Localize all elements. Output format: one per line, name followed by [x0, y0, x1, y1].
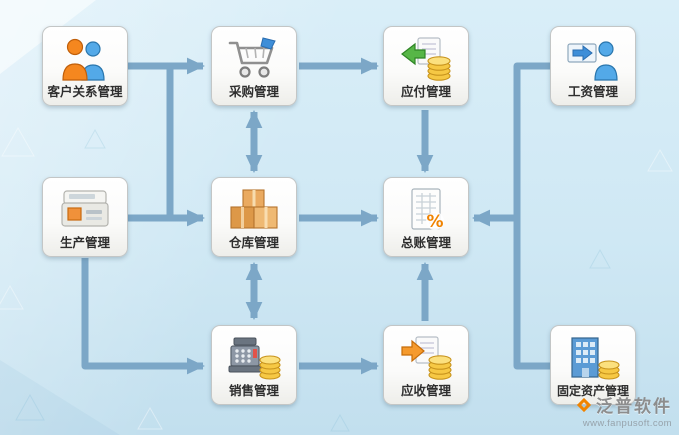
watermark-brand: 泛普软件	[596, 397, 672, 416]
shopping-cart-icon	[226, 27, 282, 86]
green-arrow-coins-icon	[398, 27, 454, 86]
node-label: 工资管理	[567, 84, 618, 99]
node-label: 仓库管理	[228, 235, 279, 250]
ledger-percent-icon: %	[398, 178, 454, 237]
node-sales: 销售管理	[211, 325, 297, 405]
node-receivable: 应收管理	[383, 325, 469, 405]
building-coins-icon	[565, 326, 621, 385]
node-ledger: % 总账管理	[383, 177, 469, 257]
fanpu-logo-icon	[576, 397, 592, 412]
cargo-boxes-icon	[226, 178, 282, 237]
node-label: 采购管理	[228, 84, 279, 99]
person-paycard-icon	[565, 27, 621, 86]
node-label: 客户关系管理	[47, 84, 123, 99]
edge-trunk-right	[513, 62, 550, 370]
node-label: 生产管理	[59, 235, 110, 250]
node-purchase: 采购管理	[211, 26, 297, 106]
node-label: 总账管理	[400, 235, 451, 250]
node-production: 生产管理	[42, 177, 128, 257]
node-label: 应收管理	[400, 383, 451, 398]
node-crm: 客户关系管理	[42, 26, 128, 106]
edge-production-sales	[81, 258, 206, 375]
orange-arrow-coins-icon	[398, 326, 454, 385]
watermark: 泛普软件 www.fanpusoft.com	[576, 392, 672, 429]
node-label: 应付管理	[400, 84, 451, 99]
cash-register-coins-icon	[226, 326, 282, 385]
node-label: 固定资产管理	[556, 384, 629, 398]
production-machine-icon	[57, 178, 113, 237]
svg-text:%: %	[426, 212, 443, 232]
node-salary: 工资管理	[550, 26, 636, 106]
node-payable: 应付管理	[383, 26, 469, 106]
node-warehouse: 仓库管理	[211, 177, 297, 257]
two-people-icon	[57, 27, 113, 86]
node-label: 销售管理	[228, 383, 279, 398]
watermark-url: www.fanpusoft.com	[582, 418, 672, 429]
node-assets: 固定资产管理	[550, 325, 636, 405]
